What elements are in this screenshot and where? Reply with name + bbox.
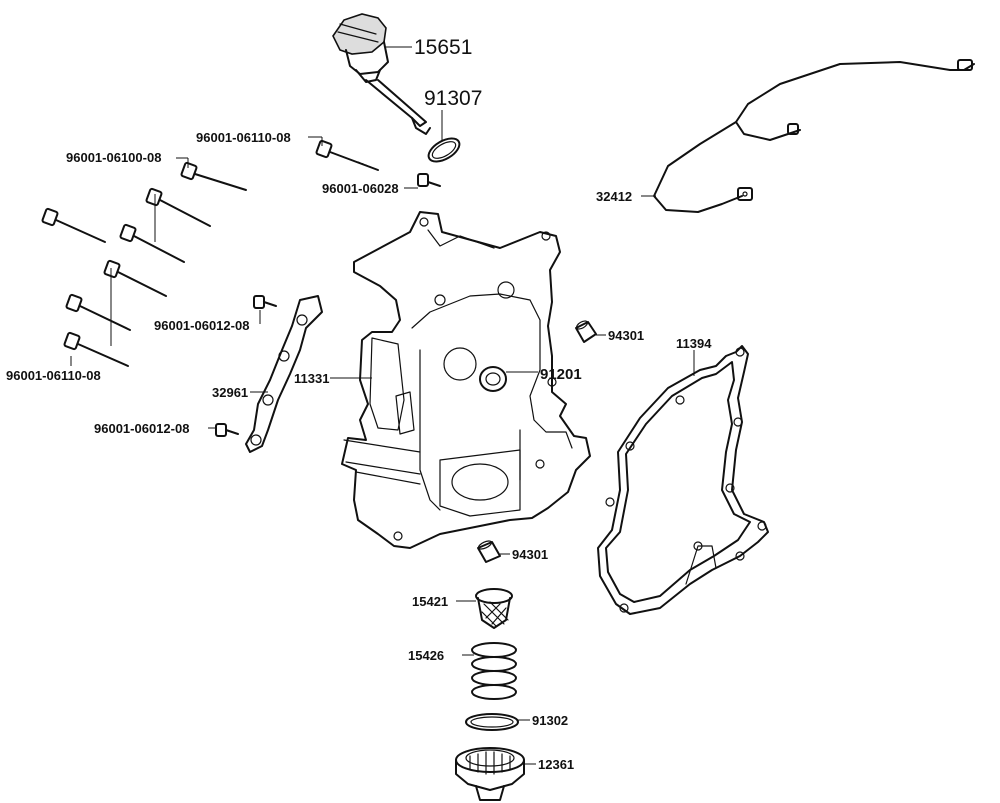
crankcase-cover-part: [341, 211, 591, 549]
strainer-spring-part: [471, 642, 517, 700]
label-plate-bolt-lower: 96001-06012-08: [94, 421, 189, 436]
label-91302: 91302: [532, 713, 568, 728]
label-32961: 32961: [212, 385, 248, 400]
label-91201: 91201: [540, 366, 582, 383]
label-15651: 15651: [414, 36, 472, 59]
bolt-long-2-part: [145, 187, 211, 227]
label-11394: 11394: [676, 336, 712, 351]
label-12361: 12361: [538, 757, 574, 772]
bolt-long-4-part: [119, 223, 185, 263]
label-11331: 11331: [294, 371, 329, 386]
label-32412: 32412: [596, 189, 632, 204]
oil-dipstick-part: [332, 13, 431, 135]
oil-seal-part: [479, 366, 507, 392]
small-bolt-06028-part: [417, 173, 441, 187]
bolt-lower-2-part: [63, 331, 129, 367]
label-94301-upper: 94301: [608, 328, 644, 343]
bolt-long-5-part: [103, 259, 167, 297]
label-bolt-upper-short: 96001-06110-08: [196, 130, 291, 145]
hose-plate-part: [245, 295, 323, 453]
label-91307: 91307: [424, 87, 482, 110]
drain-oring-part: [465, 713, 519, 731]
label-bolt-lower: 96001-06110-08: [6, 368, 101, 383]
bolt-lower-1-part: [65, 293, 131, 331]
wire-harness-part: [653, 59, 975, 213]
label-bolt-long: 96001-06100-08: [66, 150, 161, 165]
label-94301-lower: 94301: [512, 547, 548, 562]
label-15421: 15421: [412, 594, 448, 609]
dowel-pin-lower-part: [477, 540, 501, 563]
drain-plug-part: [455, 747, 525, 801]
bolt-long-1-part: [180, 161, 247, 191]
label-15426: 15426: [408, 648, 444, 663]
cover-gasket-part: [597, 345, 769, 615]
label-plate-bolt-upper: 96001-06012-08: [154, 318, 249, 333]
oil-strainer-part: [475, 588, 513, 629]
bolt-upper-short-part: [315, 139, 379, 171]
dowel-pin-upper-part: [575, 320, 597, 343]
plate-bolt-lower-part: [215, 423, 239, 437]
bolt-long-3-part: [41, 207, 106, 243]
dipstick-oring-part: [427, 137, 461, 163]
label-96001-06028: 96001-06028: [322, 181, 399, 196]
plate-bolt-upper-part: [253, 295, 277, 309]
